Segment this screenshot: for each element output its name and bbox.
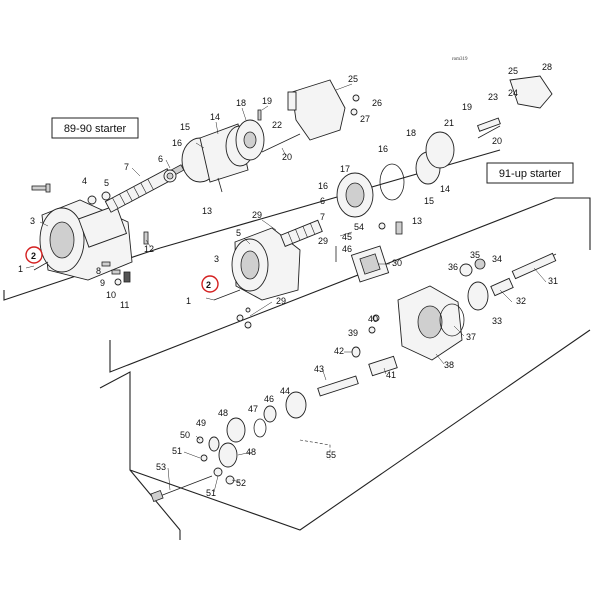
callout-label: 17	[340, 164, 350, 174]
starter-91-up-assembly	[213, 75, 553, 329]
callout-label: 28	[542, 62, 552, 72]
callout-label: 31	[548, 276, 558, 286]
callout-label: 13	[412, 216, 422, 226]
callout-label: 8	[96, 266, 101, 276]
callout-labels: 1 2 3 4 5 6 7 8 9 10 11 12 13 14 15 16 1…	[18, 62, 558, 498]
callout-label: 24	[508, 88, 518, 98]
callout-label: 13	[202, 206, 212, 216]
caption-left-text: 89-90 starter	[64, 123, 127, 135]
leader-lines	[25, 83, 547, 493]
starter-89-90-upper-parts	[181, 79, 360, 193]
callout-label: 18	[406, 128, 416, 138]
highlight-circle-left	[25, 246, 43, 264]
callout-label: 46	[264, 394, 274, 404]
callout-label: 11	[120, 300, 129, 310]
callout-label: 33	[492, 316, 502, 326]
callout-label: 1	[18, 264, 23, 274]
callout-label: 37	[466, 332, 476, 342]
callout-label: 1	[186, 296, 191, 306]
callout-label: 41	[386, 370, 396, 380]
callout-label: 32	[516, 296, 526, 306]
highlight-circle-center	[201, 275, 219, 293]
callout-label: 3	[30, 216, 35, 226]
callout-label: 20	[492, 136, 502, 146]
callout-label: 46	[342, 244, 352, 254]
callout-label: 19	[262, 96, 272, 106]
callout-label: 54	[354, 222, 364, 232]
callout-label: 47	[248, 404, 258, 414]
caption-91-up-starter: 91-up starter	[486, 162, 574, 184]
callout-label: 34	[492, 254, 502, 264]
callout-label: 12	[144, 244, 154, 254]
reference-code: rom319	[452, 57, 468, 62]
callout-label: 10	[106, 290, 116, 300]
callout-label: 40	[368, 314, 378, 324]
callout-label: 6	[158, 154, 163, 164]
callout-label: 29	[318, 236, 328, 246]
callout-label: 19	[462, 102, 472, 112]
callout-label: 23	[488, 92, 498, 102]
callout-label: 26	[372, 98, 382, 108]
callout-label: 51	[206, 488, 216, 498]
callout-label: 36	[448, 262, 458, 272]
callout-label: 29	[276, 296, 286, 306]
starter-89-90-assembly	[31, 164, 185, 286]
callout-label: 18	[236, 98, 246, 108]
callout-label: 20	[282, 152, 292, 162]
callout-label: 2	[31, 251, 36, 261]
callout-label: 29	[252, 210, 262, 220]
callout-label: 7	[124, 162, 129, 172]
callout-label: 15	[424, 196, 434, 206]
callout-label: 45	[342, 232, 352, 242]
caption-right-text: 91-up starter	[499, 168, 562, 180]
callout-label: 22	[272, 120, 282, 130]
highlight-callouts	[25, 246, 219, 293]
callout-label: 30	[392, 258, 402, 268]
callout-label: 7	[320, 212, 325, 222]
callout-label: 43	[314, 364, 324, 374]
callout-label: 5	[104, 178, 109, 188]
callout-label: 38	[444, 360, 454, 370]
callout-label: 48	[218, 408, 228, 418]
callout-label: 51	[172, 446, 182, 456]
callout-label: 50	[180, 430, 190, 440]
callout-label: 35	[470, 250, 480, 260]
callout-label: 25	[508, 66, 518, 76]
callout-label: 3	[214, 254, 219, 264]
callout-label: 16	[378, 144, 388, 154]
callout-label: 9	[100, 278, 105, 288]
drive-assembly-parts	[150, 252, 557, 502]
callout-label: 39	[348, 328, 358, 338]
callout-label: 14	[210, 112, 220, 122]
callout-label: 44	[280, 386, 290, 396]
callout-label: 4	[82, 176, 87, 186]
callout-label: 2	[206, 280, 211, 290]
callout-label: 52	[236, 478, 246, 488]
callout-label: 16	[318, 181, 328, 191]
callout-label: 21	[444, 118, 454, 128]
group-bracket-lines	[3, 149, 591, 540]
callout-label: 25	[348, 74, 358, 84]
callout-label: 15	[180, 122, 190, 132]
callout-label: 14	[440, 184, 450, 194]
callout-label: 53	[156, 462, 166, 472]
callout-label: 55	[326, 450, 336, 460]
callout-label: 27	[360, 114, 370, 124]
caption-89-90-starter: 89-90 starter	[51, 117, 139, 139]
callout-label: 5	[236, 228, 241, 238]
callout-label: 16	[172, 138, 182, 148]
callout-label: 6	[320, 196, 325, 206]
callout-label: 49	[196, 418, 206, 428]
callout-label: 42	[334, 346, 344, 356]
